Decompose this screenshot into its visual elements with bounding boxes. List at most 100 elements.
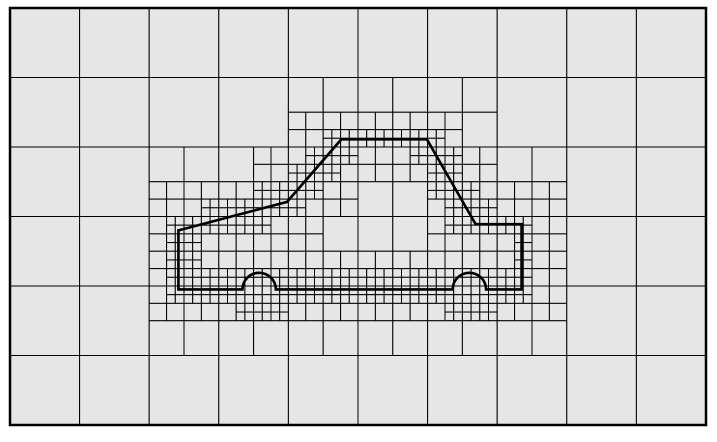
mesh-cell [340,146,350,157]
mesh-cell [470,285,481,296]
mesh-cell [322,181,342,200]
mesh-cell [444,250,463,270]
mesh-cell [461,233,481,252]
mesh-cell [253,189,263,200]
mesh-cell [305,233,324,252]
mesh-cell [340,163,359,183]
mesh-cell [427,7,498,78]
mesh-cell [218,268,229,278]
mesh-cell [253,285,263,296]
mesh-cell [531,250,550,270]
mesh-cell [227,294,237,304]
mesh-cell [322,268,333,278]
mesh-cell [218,276,229,287]
mesh-cell [235,311,246,322]
mesh-cell [635,355,707,426]
mesh-cell [340,198,359,218]
mesh-cell [192,276,202,287]
mesh-cell [427,129,437,139]
mesh-cell [409,268,420,278]
mesh-cell [244,302,255,313]
mesh-cell [322,250,342,270]
mesh-cell [461,146,481,165]
mesh-cell [235,294,246,304]
mesh-cell [392,276,402,287]
mesh-cell [322,111,342,131]
mesh-cell [357,163,376,183]
mesh-cell [296,276,307,287]
mesh-cell [435,181,446,191]
mesh-cell [253,320,289,356]
mesh-cell [287,320,324,356]
mesh-cell [496,355,568,426]
mesh-cell [444,155,455,165]
mesh-cell [322,172,333,183]
mesh-cell [148,77,220,148]
mesh-cell [505,268,516,278]
mesh-cell [427,216,446,235]
mesh-cell [488,207,498,217]
mesh-cell [453,294,463,304]
mesh-cell [496,77,568,148]
mesh-cell [166,242,176,252]
mesh-cell [435,276,446,287]
mesh-cell [296,294,307,304]
mesh-cell [148,7,220,78]
mesh-cell [392,163,411,183]
mesh-cell [418,129,429,139]
mesh-cell [409,163,429,183]
mesh-cell [392,268,402,278]
mesh-cell [383,294,394,304]
mesh-cell [314,276,324,287]
mesh-cell [522,294,533,304]
mesh-cell [548,233,568,252]
mesh-cell [635,216,707,287]
mesh-cell [200,302,220,322]
mesh-cell [548,198,568,218]
mesh-cell [496,224,507,235]
mesh-cell [409,250,429,270]
mesh-cell [374,163,394,183]
mesh-cell [305,216,324,235]
mesh-cell [322,320,359,356]
mesh-cell [427,276,437,287]
mesh-cell [479,311,489,322]
mesh-cell [348,129,359,139]
mesh-cell [488,311,498,322]
mesh-cell [9,216,81,287]
mesh-cell [479,233,498,252]
mesh-cell [192,294,202,304]
mesh-cell [218,77,289,148]
mesh-cell [444,146,455,157]
mesh-cell [192,233,202,244]
mesh-cell [479,207,489,217]
mesh-cell [340,111,359,131]
mesh-cell [261,311,272,322]
mesh-cell [200,181,220,200]
mesh-cell [453,285,463,296]
mesh-cell [496,233,516,252]
mesh-cell [444,111,463,131]
mesh-cell [235,250,255,270]
mesh-cell [496,320,533,356]
mesh-cell [374,146,394,165]
mesh-cell [453,207,463,217]
mesh-cell [287,302,307,322]
mesh-cell [461,285,472,296]
mesh-cell [340,302,359,322]
mesh-cell [427,181,437,191]
mesh-cell [427,250,446,270]
mesh-cell [253,146,272,165]
mesh-cell [514,294,524,304]
mesh-cell [435,137,446,148]
mesh-cell [322,216,359,252]
mesh-cell [357,7,429,78]
mesh-cell [253,233,272,252]
mesh-cell [218,7,289,78]
mesh-cell [218,198,229,209]
mesh-cell [322,129,333,139]
mesh-cell [244,285,255,296]
mesh-cell [340,181,359,200]
mesh-cell [166,276,176,287]
mesh-cell [479,302,489,313]
